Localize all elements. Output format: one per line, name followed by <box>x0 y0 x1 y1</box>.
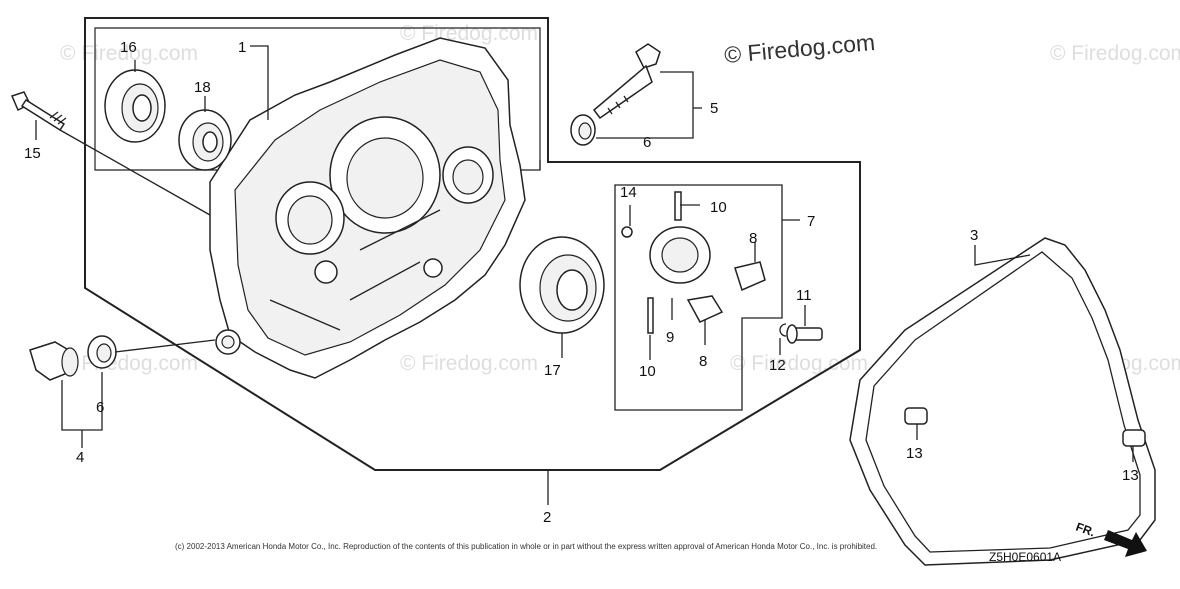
callout-8-upper: 8 <box>749 230 757 247</box>
callout-7: 7 <box>807 213 815 230</box>
watermark-text: © Firedog.com <box>60 352 198 375</box>
dipstick-5-icon <box>592 43 661 120</box>
callout-13-left: 13 <box>906 445 923 462</box>
o-ring-6-icon <box>570 114 596 146</box>
callout-14: 14 <box>620 184 637 201</box>
callout-17: 17 <box>544 362 561 379</box>
watermark-main: © Firedog.com <box>723 29 876 68</box>
callout-2: 2 <box>543 509 551 526</box>
front-direction-marker: FR. <box>1074 520 1147 557</box>
pin-11-icon <box>786 324 823 344</box>
callout-16: 16 <box>120 39 137 56</box>
callout-15: 15 <box>24 145 41 162</box>
callout-11: 11 <box>796 287 812 304</box>
callout-labels: 1 2 3 4 5 6 6 7 8 8 9 10 10 11 12 13 13 … <box>24 39 1139 526</box>
copyright-notice: (c) 2002-2013 American Honda Motor Co., … <box>175 542 877 551</box>
bolt-15-icon <box>10 91 67 132</box>
leader-lines <box>35 45 1134 505</box>
diagram-code: Z5H0E0601A <box>989 550 1061 564</box>
o-ring-6-lower-icon <box>87 335 117 369</box>
watermark-text: © Firedog.com <box>400 352 538 375</box>
callout-18: 18 <box>194 79 211 96</box>
callout-10-upper: 10 <box>710 199 727 216</box>
callout-6-lower: 6 <box>96 399 104 416</box>
clip-12-icon <box>779 323 787 337</box>
callout-8-lower: 8 <box>699 353 707 370</box>
ball-bearing-16-icon <box>104 69 166 143</box>
callout-12: 12 <box>769 357 786 374</box>
group-outline-7 <box>614 184 783 411</box>
gasket-3-inner <box>865 251 1141 553</box>
watermark-text: © Firedog.com <box>400 22 538 45</box>
ball-bearing-17-icon <box>519 236 605 334</box>
crankcase-cover-icon <box>209 37 526 379</box>
ball-bearing-18-icon <box>178 109 232 171</box>
callout-1: 1 <box>238 39 246 56</box>
drain-plug-4-icon <box>29 341 79 381</box>
callout-9: 9 <box>666 329 674 346</box>
dowel-pin-13b-icon <box>1122 429 1146 447</box>
callout-4: 4 <box>76 449 84 466</box>
callout-10-lower: 10 <box>639 363 656 380</box>
callout-6-upper: 6 <box>643 134 651 151</box>
front-label: FR. <box>1074 520 1097 540</box>
dowel-pin-13-icon <box>904 407 928 425</box>
assembly-outline-2 <box>84 17 861 471</box>
callout-13-right: 13 <box>1122 467 1139 484</box>
gasket-3-icon <box>849 237 1156 566</box>
governor-gear-icon <box>621 191 766 334</box>
callout-3: 3 <box>970 227 978 244</box>
watermark-text: © Firedog.com <box>730 352 868 375</box>
callout-5: 5 <box>710 100 718 117</box>
watermark-text: © Firedog.com <box>1050 42 1180 65</box>
